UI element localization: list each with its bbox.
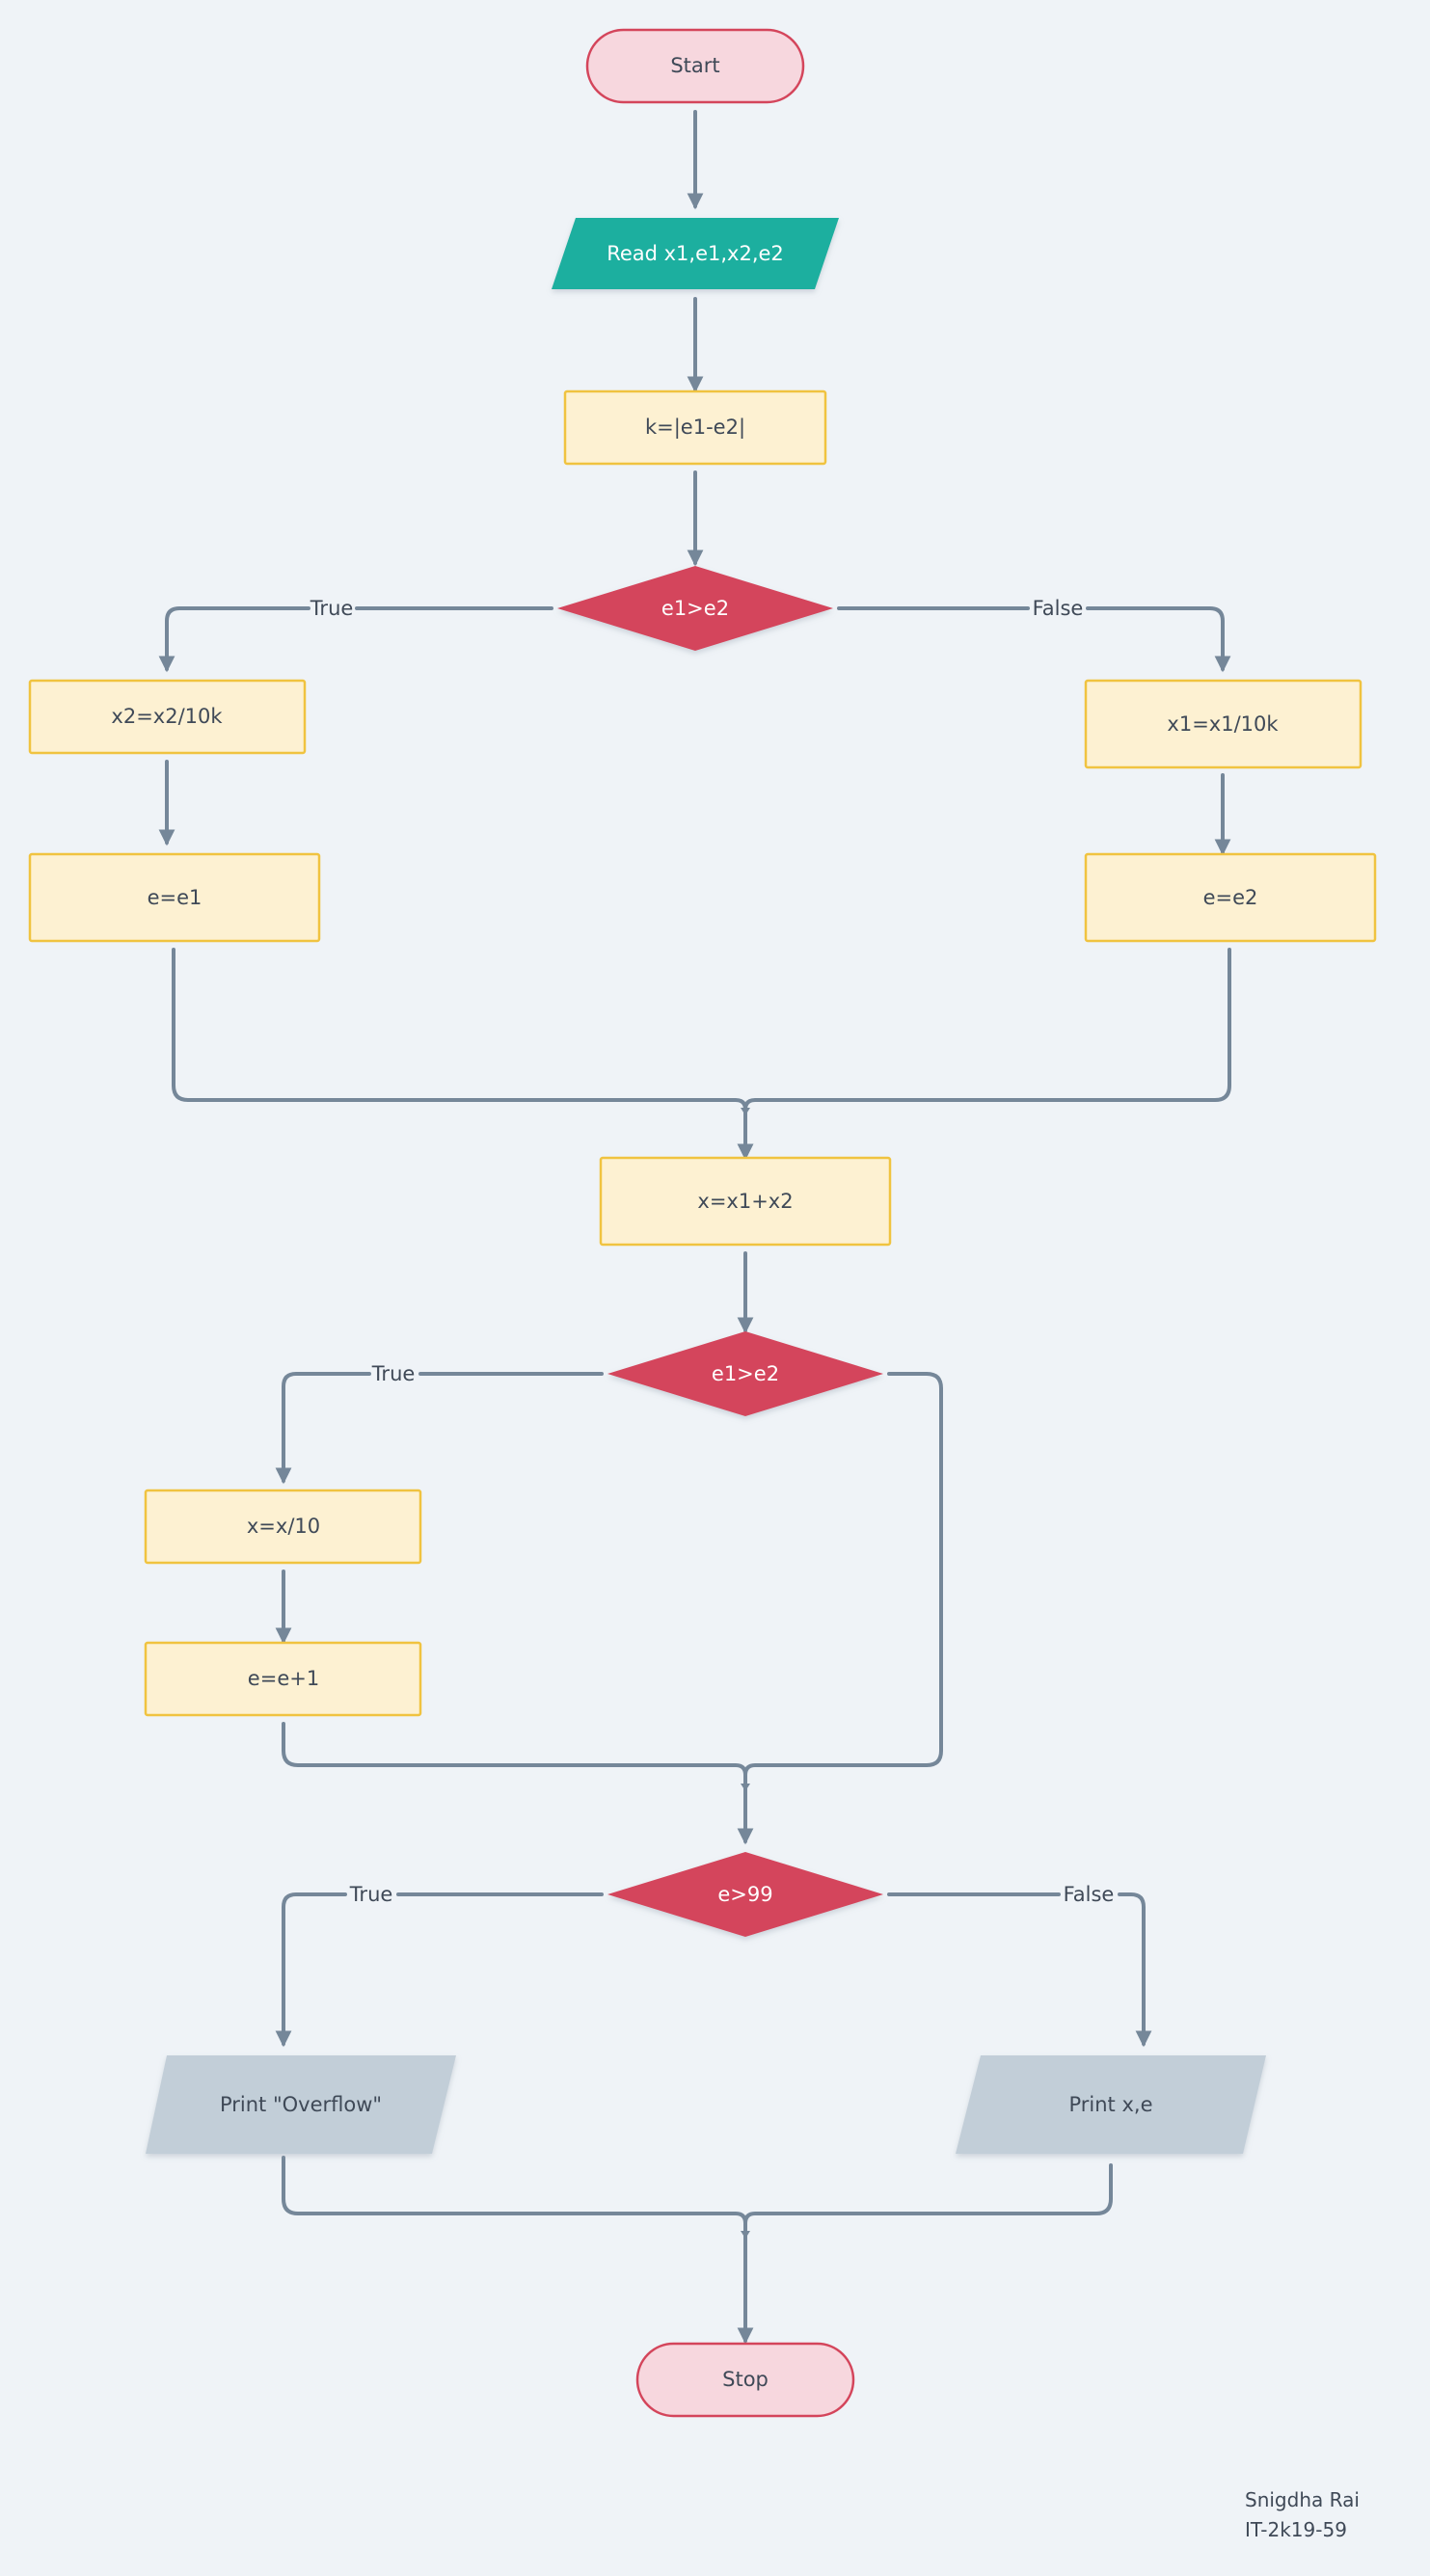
connector-e2-merge — [737, 948, 1231, 1161]
set-e-e1-node: e=e1 — [28, 852, 321, 943]
set-e-e2-label: e=e2 — [1203, 886, 1258, 909]
decision-2-label: e1>e2 — [712, 1362, 779, 1385]
read-input-label: Read x1,e1,x2,e2 — [607, 242, 784, 265]
compute-k-node: k=|e1-e2| — [563, 389, 827, 466]
connector-decision-2-true — [283, 1372, 604, 1481]
decision-3-node: e>99 — [607, 1852, 883, 1937]
normalize-x-node: x=x/10 — [144, 1489, 422, 1565]
connector-overflow-merge — [282, 2156, 754, 2345]
shift-x1-node: x1=x1/10k — [1084, 679, 1363, 769]
read-input-node: Read x1,e1,x2,e2 — [552, 218, 839, 289]
edge-label-d1-true: True — [310, 597, 354, 620]
start-terminal: Start — [585, 28, 805, 104]
merge-arrow-marker-2 — [741, 1784, 750, 1791]
print-result-node: Print x,e — [956, 2055, 1266, 2154]
stop-label: Stop — [722, 2368, 769, 2391]
connector-e1-merge — [172, 948, 754, 1161]
shift-x2-label: x2=x2/10k — [111, 705, 223, 728]
edge-label-d1-false: False — [1033, 597, 1084, 620]
stop-terminal: Stop — [635, 2342, 855, 2418]
edge-label-d2-true: True — [371, 1362, 416, 1385]
author-name: Snigdha Rai — [1245, 2488, 1360, 2511]
start-label: Start — [670, 54, 719, 77]
connector-result-merge — [743, 2163, 1113, 2225]
decision-1-label: e1>e2 — [661, 597, 729, 620]
print-result-label: Print x,e — [1068, 2093, 1152, 2116]
connector-decision-1-true — [167, 606, 553, 669]
edge-label-d3-false: False — [1064, 1883, 1115, 1906]
increment-e-node: e=e+1 — [144, 1641, 422, 1717]
compute-k-label: k=|e1-e2| — [645, 416, 745, 440]
sum-x-node: x=x1+x2 — [599, 1156, 892, 1247]
shift-x2-node: x2=x2/10k — [28, 679, 307, 755]
increment-e-label: e=e+1 — [248, 1667, 319, 1690]
print-overflow-label: Print "Overflow" — [220, 2093, 382, 2116]
sum-x-label: x=x1+x2 — [697, 1190, 793, 1213]
connector-decision-3-true — [283, 1892, 604, 2044]
connector-decision-1-false — [837, 606, 1223, 669]
merge-arrow-marker-3 — [741, 2231, 750, 2239]
merge-arrow-marker-1 — [741, 1108, 750, 1115]
print-overflow-node: Print "Overflow" — [146, 2055, 456, 2154]
decision-2-node: e1>e2 — [607, 1331, 883, 1416]
decision-3-label: e>99 — [717, 1883, 772, 1906]
connector-increment-merge — [282, 1722, 754, 1845]
author-id: IT-2k19-59 — [1245, 2518, 1347, 2541]
shift-x1-label: x1=x1/10k — [1167, 712, 1279, 736]
decision-1-node: e1>e2 — [557, 566, 833, 651]
edge-label-d3-true: True — [349, 1883, 393, 1906]
connector-decision-3-false — [887, 1892, 1144, 2044]
connector-decision-2-false — [743, 1372, 943, 1777]
set-e-e1-label: e=e1 — [148, 886, 202, 909]
normalize-x-label: x=x/10 — [247, 1515, 320, 1538]
set-e-e2-node: e=e2 — [1084, 852, 1377, 943]
